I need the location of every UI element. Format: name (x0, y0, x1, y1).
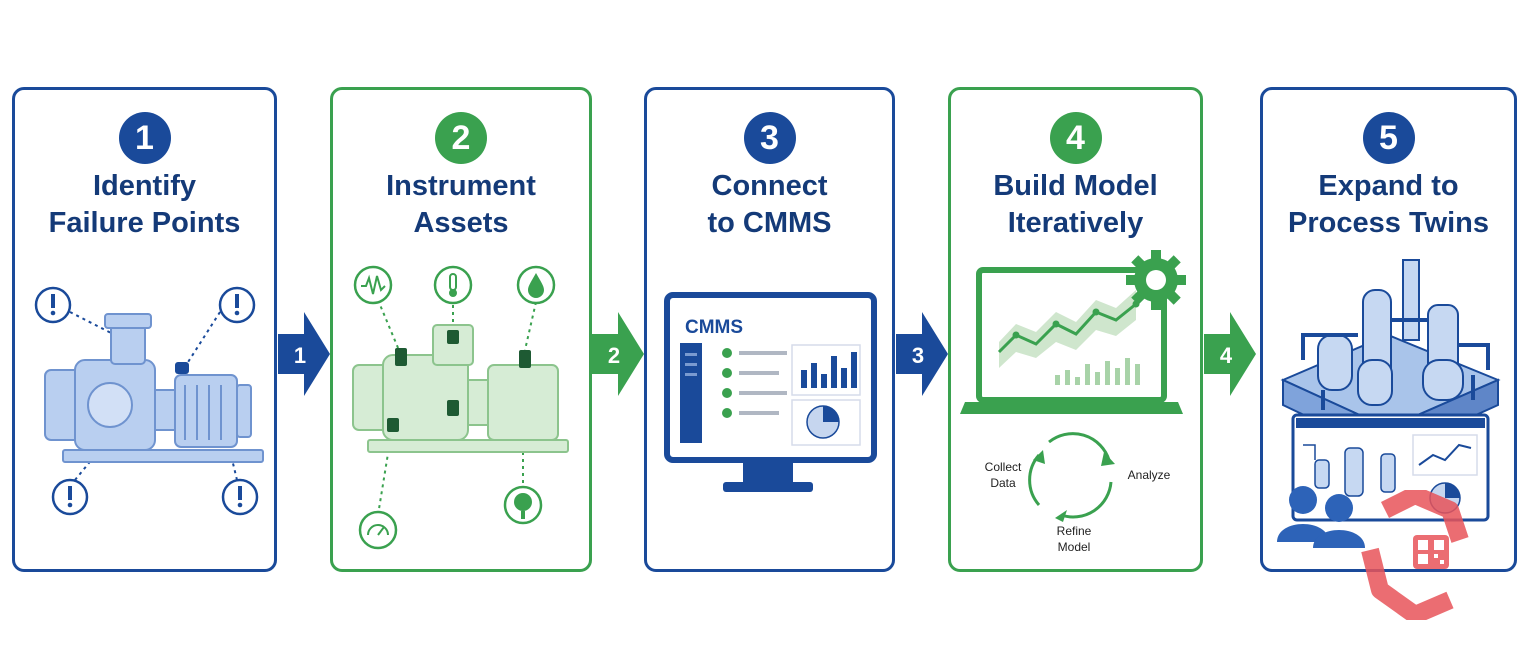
check-icon (722, 348, 732, 418)
flow-arrow-4: 4 (1204, 312, 1256, 396)
cycle-label-refine: Refine (1057, 524, 1092, 538)
laptop-base (960, 402, 1183, 414)
step-title: Expand to Process Twins (1263, 168, 1514, 242)
step-title-line2: to CMMS (707, 207, 832, 239)
iterative-model-illustration: Collect Data Analyze Refine Model (960, 250, 1186, 554)
pressure-gauge-icon (358, 510, 398, 550)
arrow-label: 1 (294, 343, 306, 368)
flow-arrow-3: 3 (896, 312, 948, 396)
vibration-sensor-icon (353, 265, 393, 305)
process-twin-illustration (1277, 259, 1501, 548)
users-icon (1277, 486, 1365, 548)
arrow-label: 2 (608, 343, 620, 368)
cycle-arrows (1028, 432, 1113, 519)
step-title-line1: Build Model (993, 170, 1158, 202)
cmms-label: CMMS (685, 317, 743, 338)
step-title: Build Model Iteratively (951, 168, 1200, 242)
temperature-sensor-icon (433, 265, 473, 305)
watermark-logo (1361, 490, 1469, 620)
step-number-badge: 4 (1049, 112, 1102, 164)
step-title-line2: Iteratively (1007, 207, 1144, 239)
step-title: Connect to CMMS (647, 168, 892, 242)
step-number-badge: 5 (1362, 112, 1415, 164)
instrumented-pump-illustration (352, 265, 569, 550)
step-1-card: 1 Identify Failure Points (12, 87, 277, 572)
trend-line (1418, 443, 1472, 466)
bar-chart-icon (801, 352, 857, 388)
step-title: Identify Failure Points (15, 168, 274, 242)
step-3-card: 3 Connect to CMMS CMMS (644, 87, 895, 572)
cycle-label-collect: Collect (985, 460, 1022, 474)
step-title-line2: Failure Points (48, 207, 241, 239)
flow-arrow-1: 1 (278, 312, 330, 396)
step-title-line1: Connect (711, 170, 828, 202)
cycle-label-analyze: Analyze (1128, 468, 1171, 482)
step-number-badge: 2 (435, 112, 487, 164)
step-title-line1: Expand to (1318, 170, 1459, 202)
flow-arrow-2: 2 (592, 312, 644, 396)
step-number-badge: 3 (743, 112, 796, 164)
step-4-card: 4 Build Model Iteratively (948, 87, 1203, 572)
step-title-line1: Identify (92, 170, 197, 202)
step-title: Instrument Assets (333, 168, 589, 242)
step-title-line2: Process Twins (1288, 207, 1489, 239)
arrow-label: 3 (912, 343, 924, 368)
step-title-line2: Assets (413, 207, 509, 239)
pump-failure-illustration (34, 286, 264, 516)
step-title-line1: Instrument (386, 170, 536, 202)
gear-icon (1126, 250, 1186, 310)
cmms-monitor-illustration: CMMS (664, 292, 877, 492)
step-number-badge: 1 (118, 112, 171, 164)
trend-line (997, 302, 1137, 354)
step-5-card: 5 Expand to Process Twins (1260, 87, 1517, 572)
cycle-label-data: Data (990, 476, 1016, 490)
cmms-sidebar (680, 343, 702, 443)
step-2-card: 2 Instrument Assets (330, 87, 592, 572)
arrow-label: 4 (1220, 343, 1233, 368)
cycle-label-model: Model (1058, 540, 1091, 554)
